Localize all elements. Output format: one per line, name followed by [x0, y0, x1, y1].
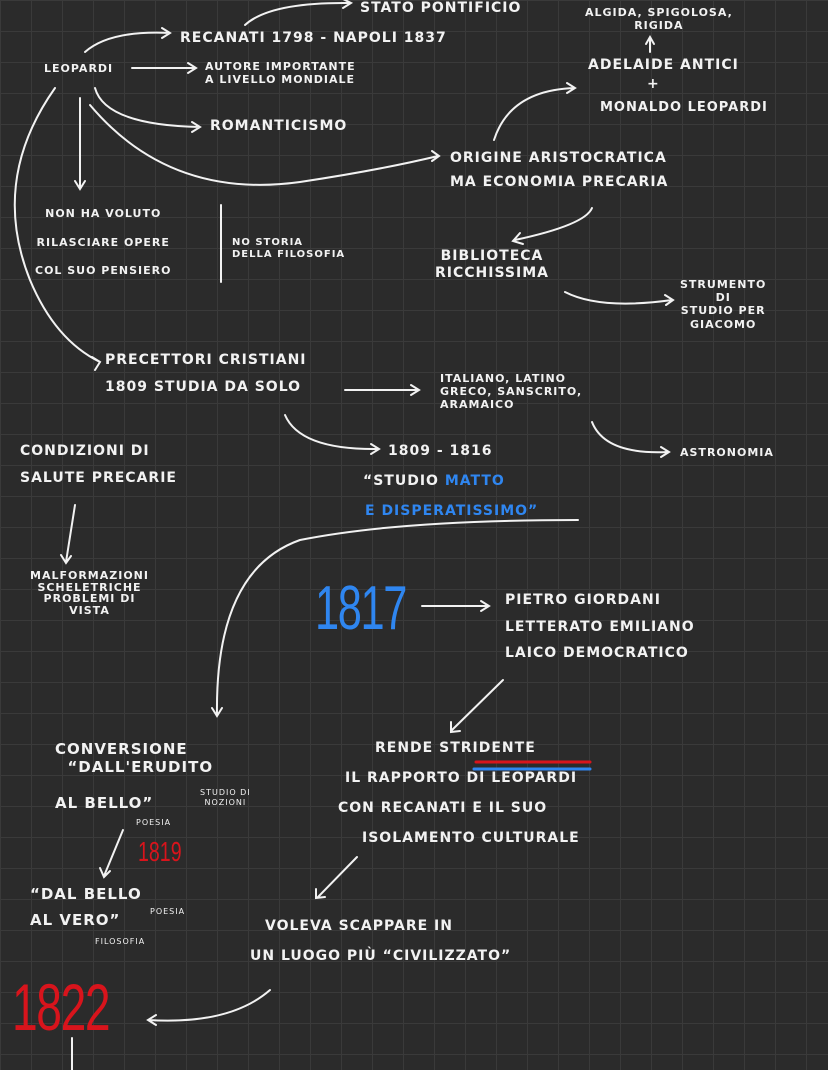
arrow-isolamento-voleva [315, 856, 358, 900]
node-giordani: PIETRO GIORDANI LETTERATO EMILIANO LAICO… [505, 592, 695, 662]
arrow-recanati-stato [244, 0, 354, 26]
node-rapporto-3: ISOLAMENTO CULTURALE [362, 830, 580, 846]
arrow-adelaide-algida [645, 34, 655, 53]
arrow-1817-giordani [421, 600, 491, 612]
arrow-studia-1809 [284, 414, 381, 455]
arrow-origine-adelaide [493, 82, 577, 141]
node-astronomia: ASTRONOMIA [680, 446, 774, 459]
studio-prefix: “STUDIO [363, 473, 445, 489]
node-non-ha-voluto: NON HA VOLUTO RILASCIARE OPERE COL SUO P… [35, 207, 172, 278]
studio-matto-word: MATTO [444, 473, 505, 489]
arrow-voleva-1822 [146, 989, 271, 1026]
year-1822: 1822 [12, 970, 111, 1044]
arrow-leopardi-origine [89, 104, 441, 186]
arrow-biblioteca-strumento [564, 291, 675, 306]
arrow-leopardi-nonha [74, 97, 86, 191]
node-monaldo: MONALDO LEOPARDI [600, 100, 768, 115]
node-stato-pontificio: STATO PONTIFICIO [360, 0, 522, 16]
year-1819: 1819 [138, 836, 182, 867]
node-recanati: RECANATI 1798 - NAPOLI 1837 [180, 30, 447, 46]
plus-sign: + [647, 76, 660, 92]
node-disperatissimo: E DISPERATISSIMO” [365, 503, 539, 519]
arrow-lingue-astronomia [591, 421, 671, 458]
arrow-leopardi-precettori [13, 87, 102, 371]
node-rapporto-2: CON RECANATI E IL SUO [338, 800, 548, 816]
note-poesia-2: POESIA [150, 907, 186, 916]
node-studio-matto: “STUDIO MATTO [363, 473, 505, 490]
arrow-condizioni-malformazioni [60, 504, 76, 565]
node-algida: ALGIDA, SPIGOLOSA, RIGIDA [585, 6, 733, 33]
stridente-word: STRIDENTE [439, 740, 536, 756]
node-adelaide: ADELAIDE ANTICI [588, 57, 739, 73]
node-rende-stridente: RENDE STRIDENTE [375, 740, 536, 757]
node-no-storia: NO STORIA DELLA FILOSOFIA [232, 237, 346, 260]
node-conversione: CONVERSIONE “DALL'ERUDITO AL BELLO” [55, 740, 214, 812]
node-rapporto-1: IL RAPPORTO DI LEOPARDI [345, 770, 578, 786]
arrow-leopardi-recanati [84, 27, 172, 53]
note-studio-di-nozioni: STUDIO DI NOZIONI [200, 788, 251, 807]
arrow-bello-vero [99, 829, 124, 879]
node-voleva-2: UN LUOGO PIÙ “CIVILIZZATO” [250, 948, 512, 964]
node-origine: ORIGINE ARISTOCRATICA MA ECONOMIA PRECAR… [450, 150, 669, 190]
node-romanticismo: ROMANTICISMO [210, 118, 348, 134]
arrow-leopardi-autore [131, 62, 198, 74]
arrow-studia-lingue [344, 384, 421, 396]
arrow-origine-biblioteca [511, 207, 593, 245]
node-leopardi: LEOPARDI [44, 62, 114, 75]
node-lingue: ITALIANO, LATINO GRECO, SANSCRITO, ARAMA… [440, 372, 583, 412]
node-voleva-1: VOLEVA SCAPPARE IN [265, 918, 453, 934]
note-poesia-1: POESIA [136, 818, 172, 827]
arrow-studio-conversione [211, 519, 579, 718]
node-strumento: STRUMENTO DI STUDIO PER GIACOMO [680, 278, 767, 331]
node-dal-bello: “DAL BELLO AL VERO” [30, 885, 142, 929]
node-biblioteca: BIBLIOTECA RICCHISSIMA [435, 248, 549, 281]
node-autore: AUTORE IMPORTANTE A LIVELLO MONDIALE [205, 60, 356, 87]
rende-word: RENDE [375, 740, 440, 756]
arrow-leopardi-romanticismo [94, 87, 202, 133]
node-precettori: PRECETTORI CRISTIANI 1809 STUDIA DA SOLO [105, 352, 307, 395]
note-filosofia: FILOSOFIA [95, 937, 146, 946]
arrow-giordani-rende [450, 679, 504, 734]
node-malformazioni: MALFORMAZIONI SCHELETRICHE PROBLEMI DI V… [30, 569, 149, 617]
year-1817: 1817 [315, 574, 407, 643]
node-1809-1816: 1809 - 1816 [388, 443, 493, 459]
node-condizioni: CONDIZIONI DI SALUTE PRECARIE [20, 443, 177, 486]
